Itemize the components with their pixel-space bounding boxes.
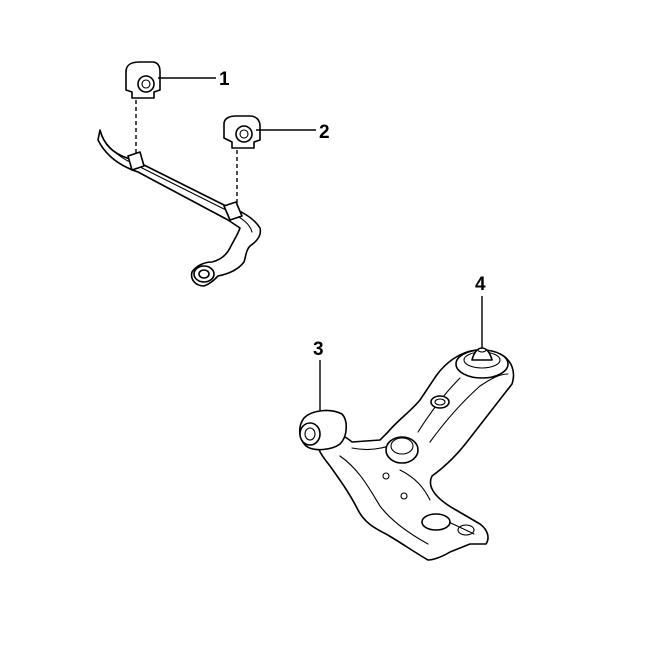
callout-3: 3 bbox=[313, 339, 324, 360]
callout-4: 4 bbox=[475, 274, 486, 295]
lower-control-arm bbox=[316, 349, 515, 561]
stabilizer-bar bbox=[97, 129, 262, 287]
bushing-2 bbox=[223, 115, 261, 149]
callout-1: 1 bbox=[219, 69, 230, 90]
bushing-1 bbox=[125, 61, 161, 99]
front-bushing bbox=[298, 409, 348, 451]
callout-2: 2 bbox=[319, 122, 330, 143]
